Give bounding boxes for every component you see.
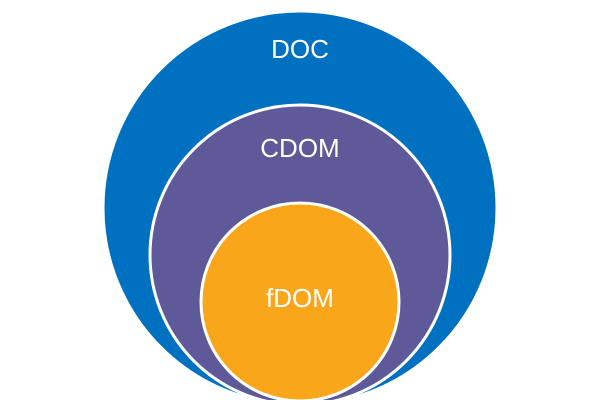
cdom-label: CDOM (260, 133, 339, 163)
fdom-label: fDOM (266, 283, 334, 313)
inner-circle (199, 201, 401, 400)
doc-label: DOC (271, 34, 329, 64)
